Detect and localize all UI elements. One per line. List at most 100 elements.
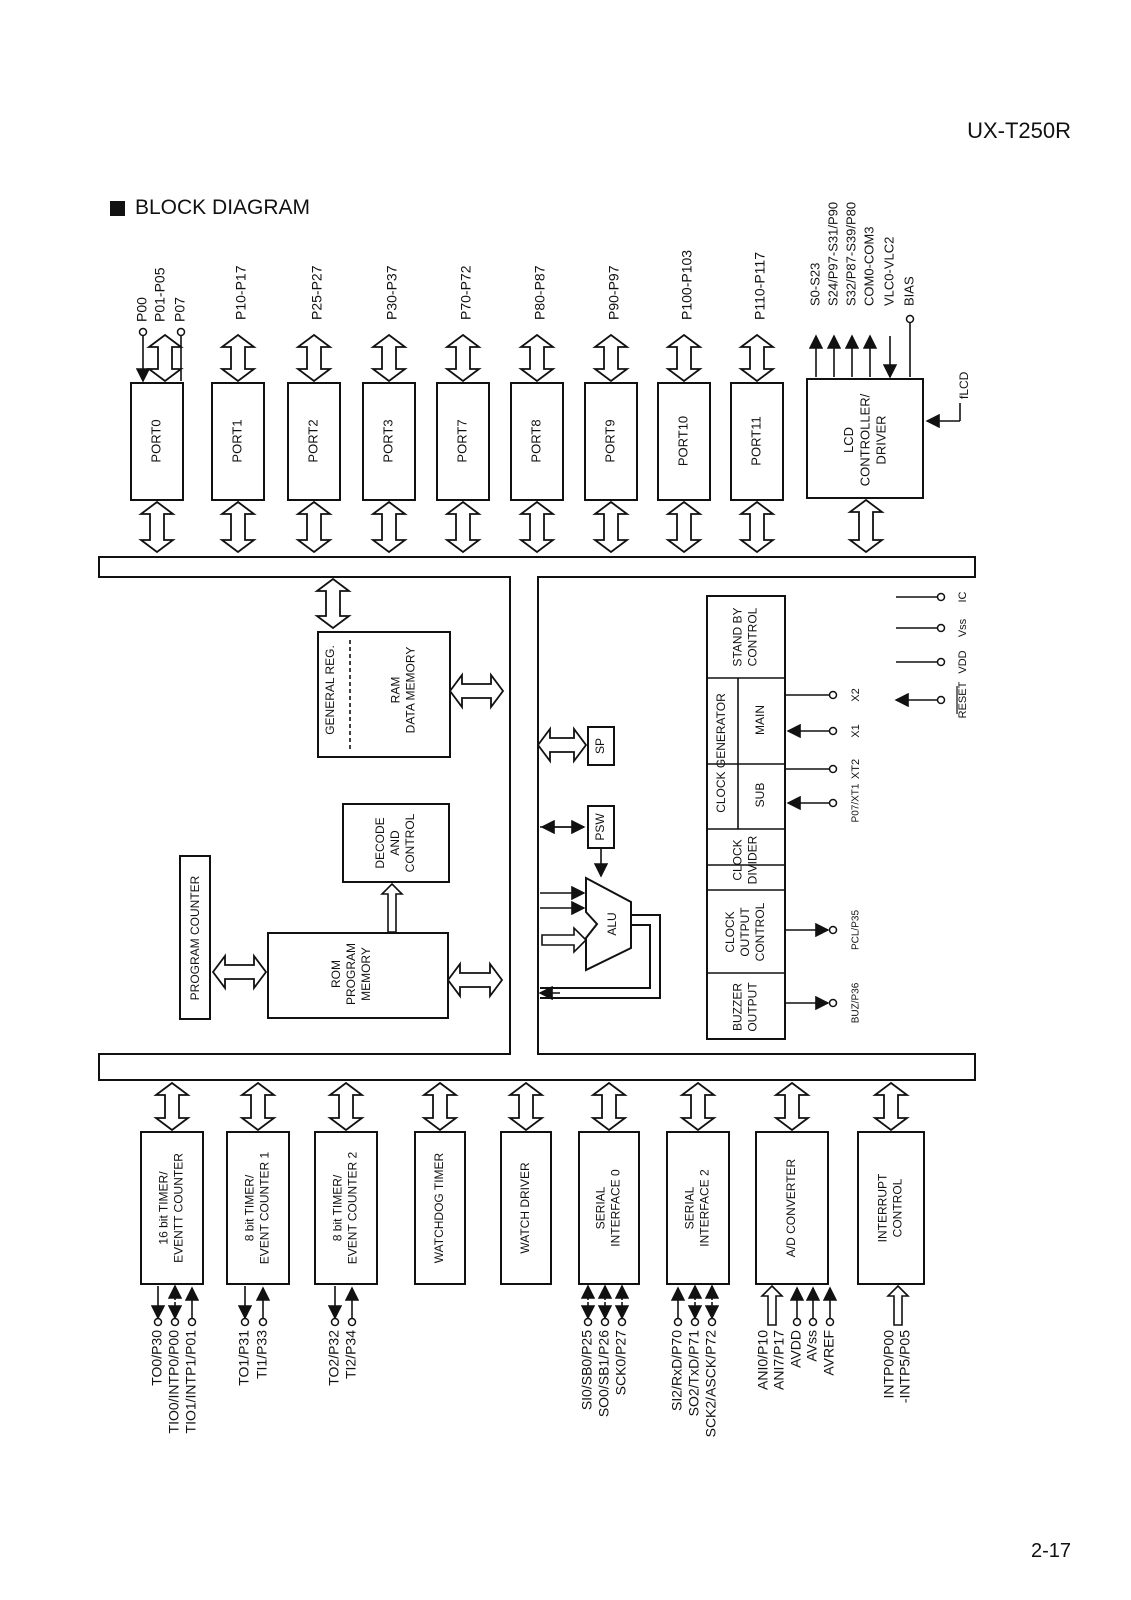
peripheral-pin-terminal [153, 1317, 163, 1327]
main-clock-label: MAIN [753, 705, 767, 735]
peripheral-label: WATCH DRIVER [518, 1162, 532, 1254]
port-block-port1 [211, 382, 265, 501]
port-block-port9 [584, 382, 638, 501]
xt1-terminal [828, 798, 838, 808]
pcl-label: PCL/P35 [851, 910, 862, 950]
power-pin-label: RESET [957, 681, 969, 718]
peripheral-pin-label: SO2/TxD/P71 [686, 1330, 702, 1417]
peripheral-label: 8 bit TIMER/EVENT COUNTER 2 [331, 1151, 360, 1264]
port-pin-label-line: P30-P37 [384, 265, 400, 320]
peripheral-pin-label-line: SO2/TxD/P71 [686, 1330, 702, 1417]
peripheral-pin-label: SI0/SB0/P25 [579, 1330, 595, 1410]
standby-control-label-line: STAND BY [731, 607, 745, 666]
peripheral-pin-terminal [330, 1317, 340, 1327]
system-control-block [706, 595, 786, 1040]
peripheral-pin-label: SI2/RxD/P70 [669, 1330, 685, 1411]
port-pin-label: P70-P72 [458, 265, 474, 320]
port-label-port1-line: PORT1 [229, 419, 244, 462]
port-pin-arrow [592, 333, 630, 383]
peripheral-pin-label-line: AVREF [821, 1330, 837, 1376]
lcd-pin-label-line: BIAS [901, 276, 916, 306]
power-pin-label-line: RESET [957, 681, 969, 718]
port-pin-label-line: P25-P27 [309, 265, 325, 320]
xt1-label-line: P07/XT1 [851, 783, 862, 822]
peripheral-pin-label: TI2/P34 [343, 1330, 359, 1379]
port-pin-label-line: P70-P72 [458, 265, 474, 320]
port-pin-label-line: P00 [134, 297, 150, 322]
peripheral-pin-label-line: AVDD [788, 1330, 804, 1368]
peripheral-block [414, 1131, 466, 1285]
peripheral-pin-label: TIO0/INTP0/P00 [166, 1330, 182, 1434]
peripheral-pin-terminal [170, 1317, 180, 1327]
peripheral-pin-label-line: -INTP5/P05 [897, 1330, 913, 1403]
port-pin-label: P100-P103 [679, 250, 695, 320]
peripheral-pin-terminal [240, 1317, 250, 1327]
x1-terminal [828, 726, 838, 736]
peripheral-bus-arrow [679, 1081, 717, 1132]
peripheral-label-line: 8 bit TIMER/ [331, 1174, 345, 1241]
flcd-label: fLCD [957, 371, 971, 399]
port-pin-label: P110-P117 [752, 252, 768, 320]
peripheral-label-line: SERIAL [683, 1186, 697, 1229]
peripheral-label: A/D CONVERTER [784, 1158, 798, 1257]
port-pin-arrow [370, 333, 408, 383]
lcd-pin-label-line: S24/P97-S31/P90 [825, 202, 840, 306]
peripheral-pin-terminal [258, 1317, 268, 1327]
peripheral-pin-label-line: INTP0/P00 [881, 1330, 897, 1399]
peripheral-label-line: INTERFACE 0 [609, 1169, 623, 1247]
peripheral-bus-arrow [239, 1081, 277, 1132]
pcl-label-line: PCL/P35 [851, 910, 862, 950]
peripheral-pin-label-line: ANI0/P10 [755, 1330, 771, 1390]
peripheral-pin-label-line: SI0/SB0/P25 [579, 1330, 595, 1410]
peripheral-label: 8 bit TIMER/EVENT COUNTER 1 [243, 1151, 272, 1264]
port-pin-label: P10-P17 [233, 265, 249, 320]
port-label-port9-line: PORT9 [602, 419, 617, 462]
port-pin-label: P25-P27 [309, 265, 325, 320]
ram-bus-arrow [314, 577, 352, 630]
peripheral-label-line: A/D CONVERTER [784, 1158, 798, 1257]
p00-pin-terminal [138, 327, 148, 337]
port0-pin-arrow [146, 333, 184, 383]
peripheral-label-line: 16 bit TIMER/ [157, 1171, 171, 1245]
lcd-controller-label-line: DRIVER [874, 415, 889, 464]
model-number: UX-T250R [967, 118, 1071, 143]
peripheral-label-line: WATCH DRIVER [518, 1162, 532, 1254]
psw-label: PSW [593, 813, 607, 841]
alu-input-arrow [541, 926, 588, 954]
x2-label: X2 [850, 688, 862, 701]
main-clock-label-line: MAIN [753, 705, 767, 735]
power-terminal [936, 623, 946, 633]
peripheral-block [857, 1131, 925, 1285]
port-block-port2 [287, 382, 341, 501]
peripheral-pin-label-line: TIO1/INTP1/P01 [183, 1330, 199, 1434]
port-bus-arrow [738, 500, 776, 554]
port-pin-label-line: P110-P117 [752, 252, 768, 320]
power-pin-label-line: IC [957, 591, 969, 602]
x1-label: X1 [850, 724, 862, 737]
rom-block [267, 932, 449, 1019]
port-label-port9: PORT9 [602, 419, 617, 462]
port-block-port11 [730, 382, 784, 501]
peripheral-pin-terminal [792, 1317, 802, 1327]
lcd-controller-label-line: LCD [841, 427, 856, 453]
peripheral-pin-terminal [187, 1317, 197, 1327]
alu-output-loop-inner [540, 924, 651, 989]
lcd-pin-label: VLC0-VLC2 [881, 237, 896, 306]
rom-label-line: MEMORY [359, 947, 373, 1001]
power-terminal [936, 657, 946, 667]
power-pin-label-line: Vss [957, 618, 969, 637]
port-pin-arrow [738, 333, 776, 383]
sp-block [587, 726, 615, 766]
lcd-bus-arrow [847, 498, 885, 554]
ram-label-line: RAM [389, 677, 403, 704]
peripheral-label-line: 8 bit TIMER/ [243, 1174, 257, 1241]
port-bus-arrow [444, 500, 482, 554]
lcd-pin-label-line: VLC0-VLC2 [881, 237, 896, 306]
peripheral-pin-terminal [617, 1317, 627, 1327]
peripheral-label-line: CONTROL [891, 1178, 905, 1237]
port-label-port0-line: PORT0 [148, 419, 163, 462]
sub-clock-label: SUB [753, 783, 767, 808]
